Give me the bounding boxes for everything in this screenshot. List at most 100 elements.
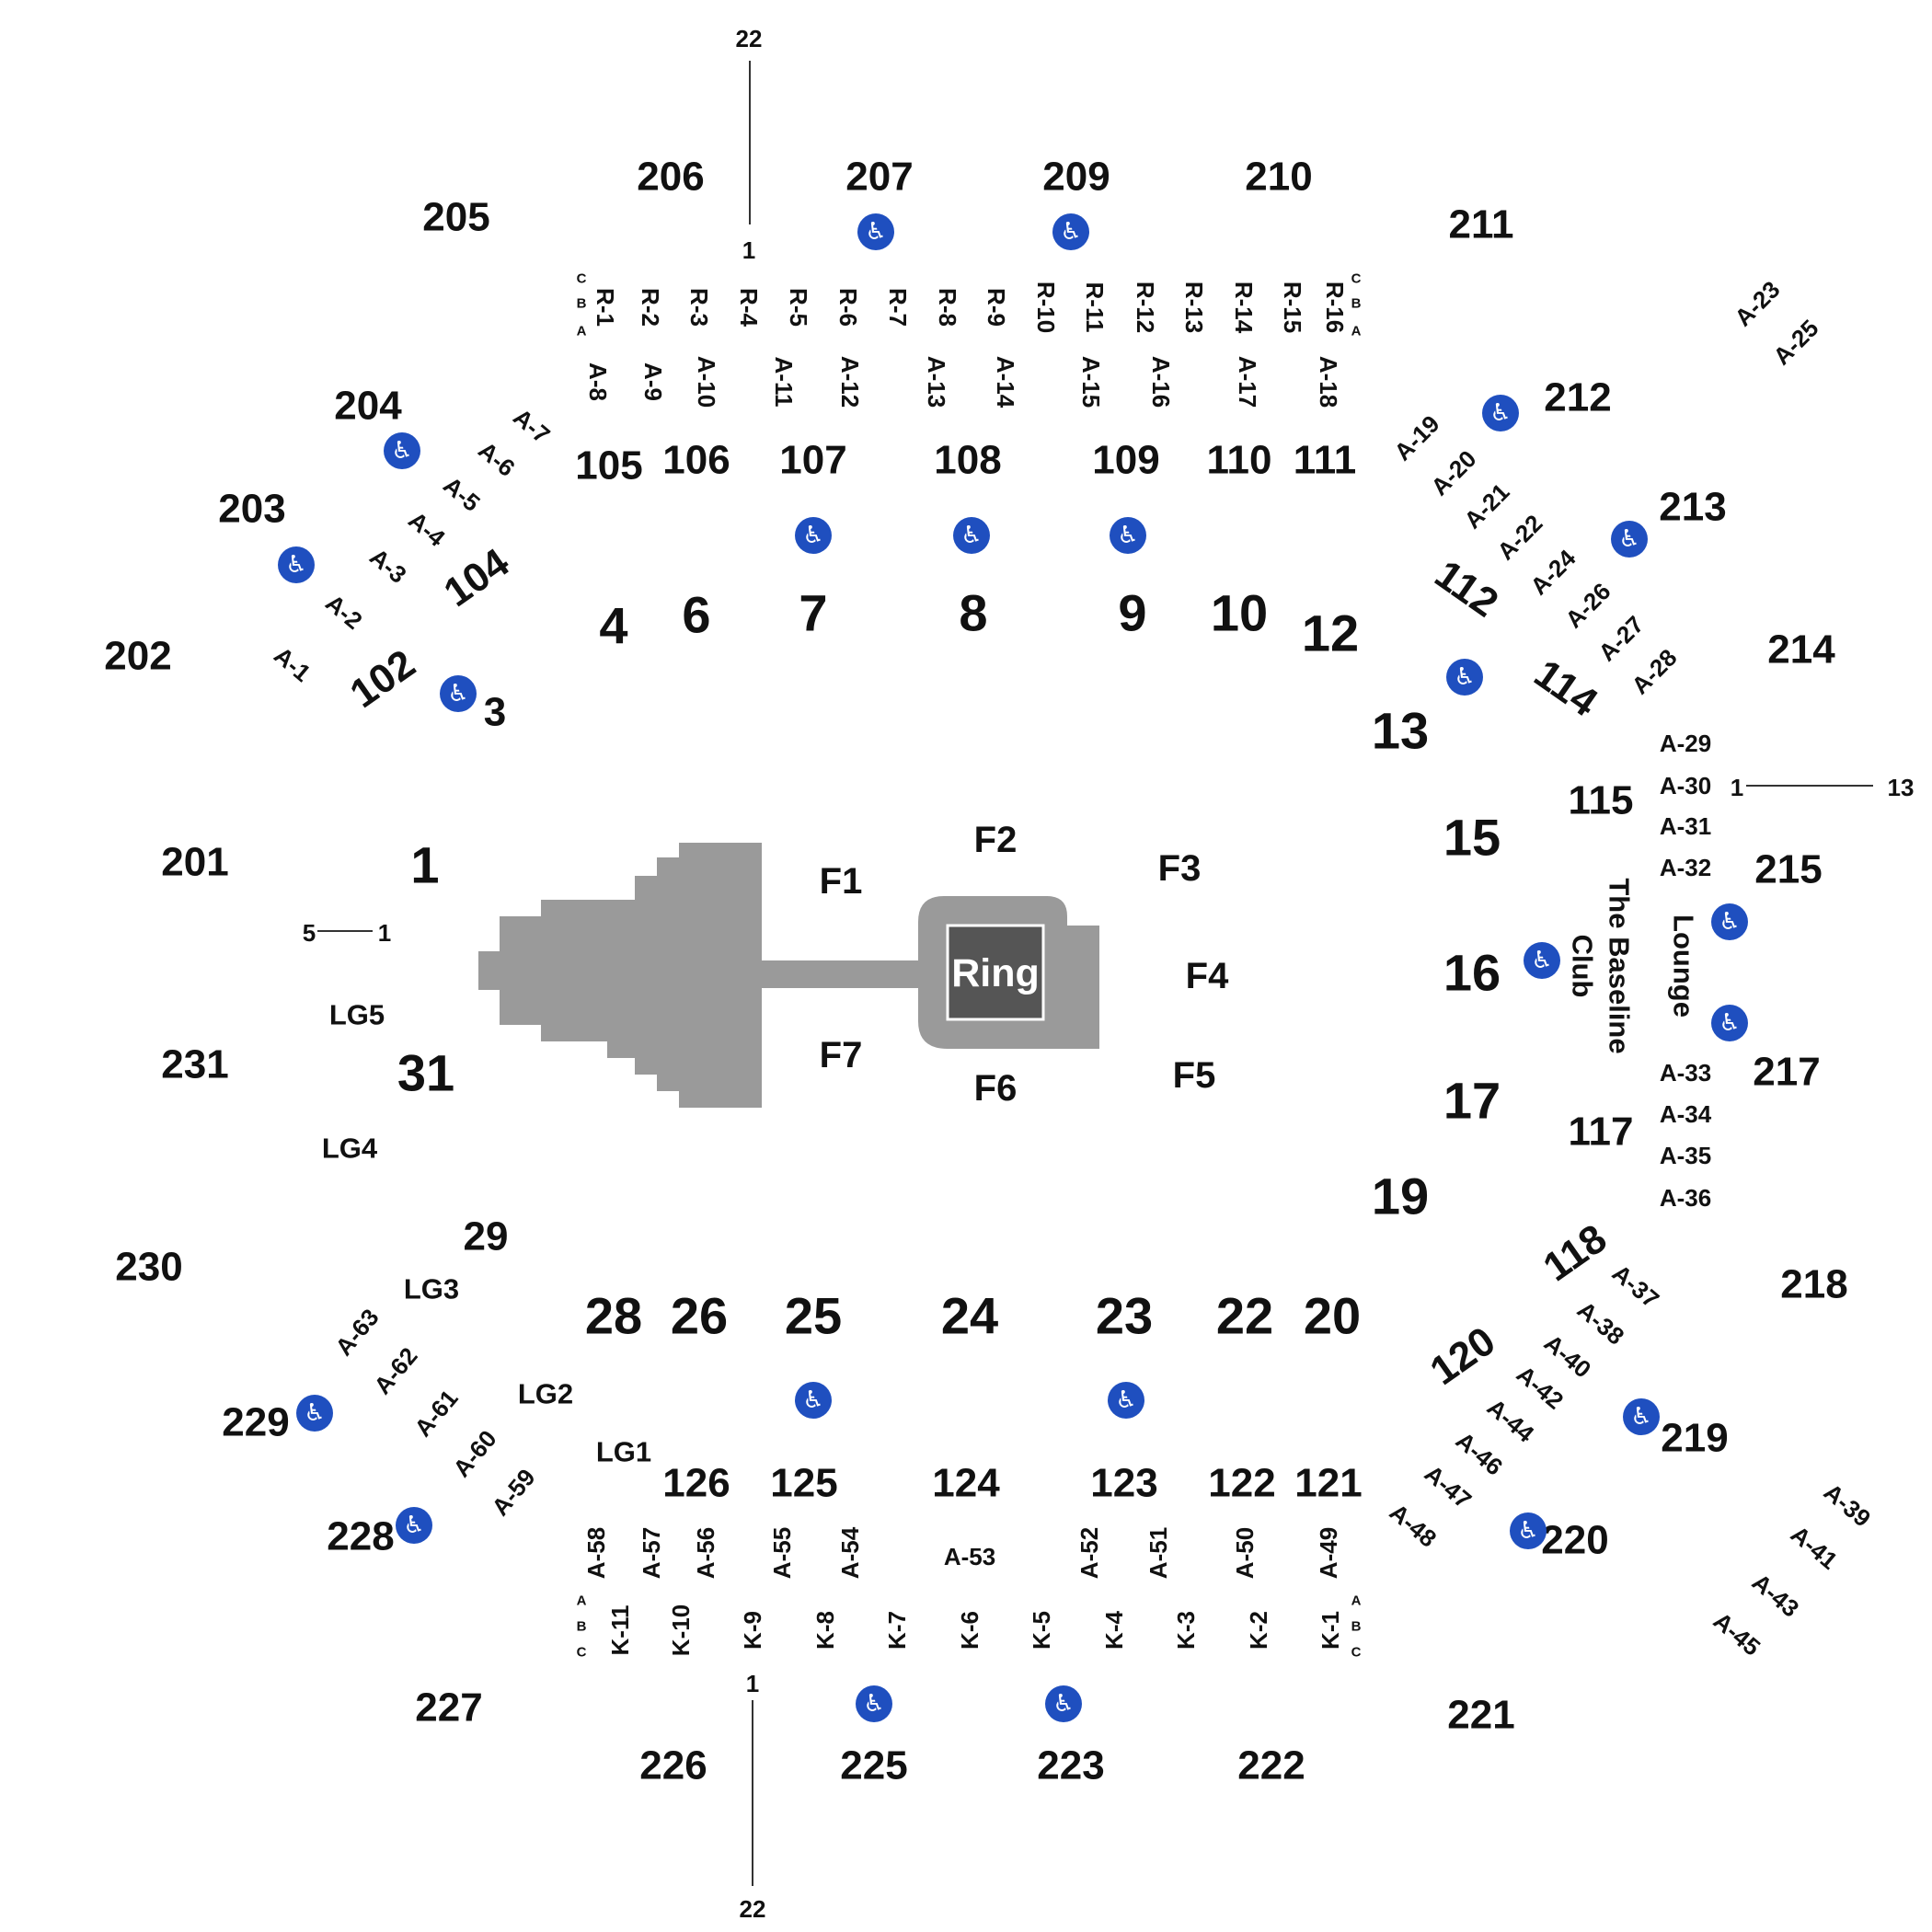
baseline-club-line1[interactable]: The Baseline <box>1604 878 1636 1053</box>
box-A-49[interactable]: A-49 <box>1315 1527 1342 1579</box>
section-28[interactable]: 28 <box>585 1287 642 1345</box>
box-R-4[interactable]: R-4 <box>735 288 763 327</box>
section-126[interactable]: 126 <box>662 1461 730 1506</box>
section-108[interactable]: 108 <box>934 438 1001 483</box>
section-117[interactable]: 117 <box>1569 1110 1634 1155</box>
box-A-10[interactable]: A-10 <box>693 356 720 408</box>
section-225[interactable]: 225 <box>840 1743 907 1788</box>
box-A-24[interactable]: A-24 <box>1524 544 1581 600</box>
box-A-31[interactable]: A-31 <box>1660 812 1711 840</box>
box-A-18[interactable]: A-18 <box>1315 356 1342 408</box>
box-A-36[interactable]: A-36 <box>1660 1184 1711 1212</box>
section-105[interactable]: 105 <box>575 443 642 489</box>
wheelchair-icon[interactable]: ♿ <box>1711 1005 1748 1041</box>
box-A-54[interactable]: A-54 <box>836 1526 864 1579</box>
section-229[interactable]: 229 <box>222 1400 289 1445</box>
box-A-41[interactable]: A-41 <box>1786 1520 1843 1574</box>
section-1[interactable]: 1 <box>410 836 439 894</box>
wheelchair-icon[interactable]: ♿ <box>1482 395 1519 431</box>
box-A-53[interactable]: A-53 <box>944 1543 995 1570</box>
section-206[interactable]: 206 <box>637 155 704 200</box>
box-A-51[interactable]: A-51 <box>1144 1527 1172 1579</box>
box-A-57[interactable]: A-57 <box>638 1527 665 1579</box>
section-120[interactable]: 120 <box>1422 1318 1503 1394</box>
box-R-5[interactable]: R-5 <box>785 288 812 327</box>
box-A-27[interactable]: A-27 <box>1593 610 1649 666</box>
box-R-1[interactable]: R-1 <box>592 288 619 327</box>
section-209[interactable]: 209 <box>1042 155 1110 200</box>
box-R-13[interactable]: R-13 <box>1180 282 1208 333</box>
section-227[interactable]: 227 <box>415 1685 482 1731</box>
section-31[interactable]: 31 <box>397 1044 454 1102</box>
section-205[interactable]: 205 <box>422 195 489 240</box>
wheelchair-icon[interactable]: ♿ <box>1611 521 1648 558</box>
wheelchair-icon[interactable]: ♿ <box>1510 1512 1547 1549</box>
loge-LG4[interactable]: LG4 <box>322 1133 378 1165</box>
wheelchair-icon[interactable]: ♿ <box>1623 1398 1660 1435</box>
box-A-12[interactable]: A-12 <box>836 356 864 408</box>
section-125[interactable]: 125 <box>770 1461 837 1506</box>
section-29[interactable]: 29 <box>464 1214 509 1259</box>
box-A-16[interactable]: A-16 <box>1147 356 1175 408</box>
section-F7[interactable]: F7 <box>820 1035 863 1075</box>
box-A-13[interactable]: A-13 <box>923 356 950 408</box>
section-8[interactable]: 8 <box>959 584 987 642</box>
section-228[interactable]: 228 <box>327 1514 394 1559</box>
box-A-17[interactable]: A-17 <box>1234 356 1261 408</box>
section-220[interactable]: 220 <box>1541 1518 1608 1563</box>
loge-LG5[interactable]: LG5 <box>329 999 385 1031</box>
box-A-29[interactable]: A-29 <box>1660 730 1711 757</box>
ring[interactable] <box>946 924 1045 1021</box>
box-A-39[interactable]: A-39 <box>1819 1478 1876 1532</box>
wheelchair-icon[interactable]: ♿ <box>1052 213 1089 250</box>
section-214[interactable]: 214 <box>1767 627 1835 673</box>
section-207[interactable]: 207 <box>845 155 913 200</box>
box-A-28[interactable]: A-28 <box>1626 643 1682 699</box>
section-122[interactable]: 122 <box>1208 1461 1275 1506</box>
box-R-7[interactable]: R-7 <box>884 288 912 327</box>
box-A-34[interactable]: A-34 <box>1660 1100 1712 1128</box>
box-R-3[interactable]: R-3 <box>685 288 713 327</box>
section-20[interactable]: 20 <box>1304 1287 1361 1345</box>
box-A-46[interactable]: A-46 <box>1451 1426 1508 1480</box>
box-A-21[interactable]: A-21 <box>1458 477 1514 534</box>
section-F2[interactable]: F2 <box>974 820 1018 860</box>
section-109[interactable]: 109 <box>1092 438 1159 483</box>
wheelchair-icon[interactable]: ♿ <box>856 1685 892 1722</box>
section-204[interactable]: 204 <box>334 384 402 429</box>
section-F6[interactable]: F6 <box>974 1068 1018 1109</box>
section-3[interactable]: 3 <box>484 690 506 735</box>
section-F5[interactable]: F5 <box>1173 1055 1216 1096</box>
section-219[interactable]: 219 <box>1661 1416 1728 1461</box>
box-A-48[interactable]: A-48 <box>1385 1498 1442 1552</box>
section-201[interactable]: 201 <box>161 840 228 885</box>
box-A-43[interactable]: A-43 <box>1747 1568 1804 1622</box>
section-4[interactable]: 4 <box>599 597 627 655</box>
section-106[interactable]: 106 <box>662 438 730 483</box>
section-210[interactable]: 210 <box>1245 155 1312 200</box>
lounge-label[interactable]: Lounge <box>1668 914 1700 1018</box>
section-230[interactable]: 230 <box>115 1245 182 1290</box>
loge-LG3[interactable]: LG3 <box>404 1273 459 1305</box>
wheelchair-icon[interactable]: ♿ <box>278 546 315 583</box>
section-26[interactable]: 26 <box>671 1287 728 1345</box>
section-102[interactable]: 102 <box>342 641 423 717</box>
box-R-6[interactable]: R-6 <box>834 288 862 327</box>
box-A-59[interactable]: A-59 <box>486 1464 540 1521</box>
section-6[interactable]: 6 <box>682 586 710 644</box>
box-R-9[interactable]: R-9 <box>983 288 1010 327</box>
box-A-15[interactable]: A-15 <box>1077 356 1105 408</box>
wheelchair-icon[interactable]: ♿ <box>1108 1382 1144 1419</box>
section-22[interactable]: 22 <box>1216 1287 1273 1345</box>
section-114[interactable]: 114 <box>1526 651 1606 726</box>
section-24[interactable]: 24 <box>941 1287 998 1345</box>
box-A-63[interactable]: A-63 <box>329 1304 384 1361</box>
box-A-22[interactable]: A-22 <box>1491 509 1547 565</box>
box-R-15[interactable]: R-15 <box>1279 282 1306 333</box>
box-A-42[interactable]: A-42 <box>1512 1360 1569 1414</box>
box-A-38[interactable]: A-38 <box>1572 1295 1629 1350</box>
section-F4[interactable]: F4 <box>1186 956 1229 996</box>
wheelchair-icon[interactable]: ♿ <box>1110 517 1146 554</box>
loge-LG2[interactable]: LG2 <box>518 1378 573 1410</box>
wheelchair-icon[interactable]: ♿ <box>857 213 894 250</box>
